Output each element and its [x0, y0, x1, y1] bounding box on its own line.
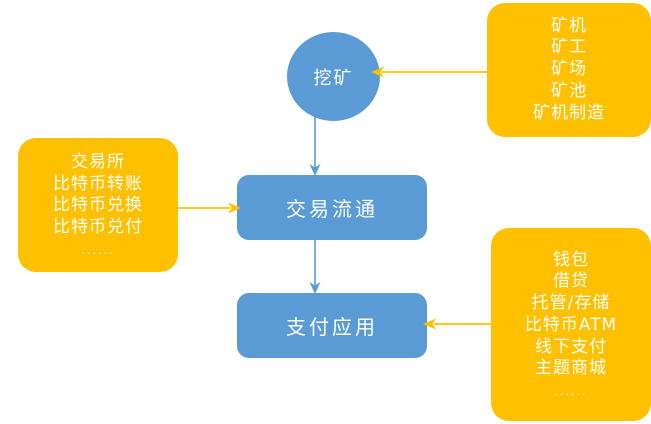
note-wallet-line-2: 借贷 [553, 271, 589, 292]
note-wallet-line-6: 主题商城 [535, 358, 607, 379]
arrow-mining-to-circulation-icon [309, 116, 321, 176]
note-exchange-line-4: 比特币兑付 [53, 217, 143, 238]
arrow-circulation-to-payment-icon [309, 238, 321, 294]
node-mining: 挖矿 [287, 32, 380, 121]
note-exchange-ellipsis: ...... [81, 243, 115, 257]
note-mining: 矿机 矿工 矿场 矿池 矿机制造 [487, 3, 651, 137]
arrow-wallet-to-payment-icon [423, 318, 496, 330]
node-circulation-label: 交易流通 [286, 197, 378, 221]
node-payment: 支付应用 [237, 293, 427, 358]
arrow-exchange-to-circulation-icon [172, 202, 241, 214]
note-wallet: 钱包 借贷 托管/存储 比特币ATM 线下支付 主题商城 ...... [491, 228, 651, 421]
node-mining-label: 挖矿 [313, 67, 354, 89]
note-wallet-line-4: 比特币ATM [524, 314, 618, 335]
note-mining-line-5: 矿机制造 [533, 102, 605, 123]
note-wallet-ellipsis: ...... [554, 385, 588, 399]
note-wallet-line-5: 线下支付 [535, 336, 607, 357]
note-wallet-line-3: 托管/存储 [531, 293, 611, 314]
arrow-mining-note-to-circle-icon [371, 66, 492, 78]
note-wallet-line-1: 钱包 [553, 249, 589, 270]
note-exchange-line-1: 交易所 [71, 151, 125, 172]
node-circulation: 交易流通 [237, 175, 427, 240]
note-mining-line-1: 矿机 [551, 15, 587, 36]
note-mining-line-3: 矿场 [551, 59, 587, 80]
note-exchange-line-2: 比特币转账 [53, 173, 143, 194]
note-exchange: 交易所 比特币转账 比特币兑换 比特币兑付 ...... [18, 138, 178, 272]
note-exchange-line-3: 比特币兑换 [53, 195, 143, 216]
node-payment-label: 支付应用 [286, 315, 378, 339]
note-mining-line-4: 矿池 [551, 80, 587, 101]
note-mining-line-2: 矿工 [551, 37, 587, 58]
